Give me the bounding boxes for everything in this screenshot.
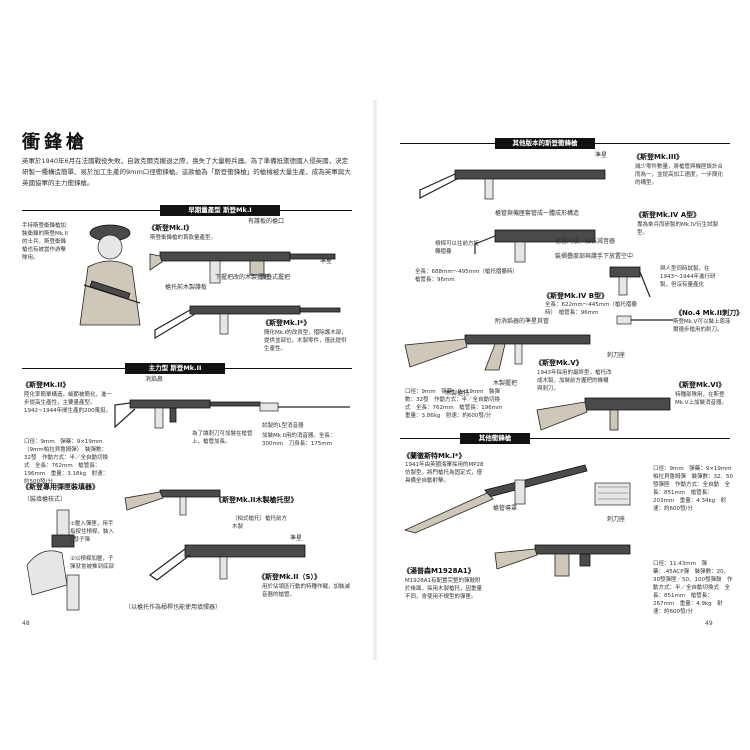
thompson-heading: 《湯普森M1928A1》 <box>403 567 475 575</box>
mk1-label-fold: 摺疊式握把 <box>260 274 291 281</box>
section-heading-mk2: 主力型 斯登Mk.II <box>125 363 225 374</box>
mk3-label-stock: 槍管與機匣套管成一體成形構造 <box>495 210 580 217</box>
loader-footer-note: （以槍托作為槓桿也能使用填彈器） <box>125 604 222 611</box>
lanchester-label-bayonet: 刺刀座 <box>607 516 626 523</box>
mk5-label-grip: 木製握把 <box>493 380 518 387</box>
page-number-right: 49 <box>705 620 713 627</box>
mk2s-gun-illustration <box>148 544 306 581</box>
mk2-gun-illustration <box>114 399 261 429</box>
lanchester-label-mag: 槍管導罩 <box>493 505 518 512</box>
thompson-desc: M1928A1有配置完整的彈鼓附於後面，採用木製槍托，因重量不同，會使用不規型的… <box>405 578 483 600</box>
soldier-caption: 手持斯登衝鋒槍加裝衝鋒的斯登Mk.II的士兵，斯登衝鋒槍也有被當作游擊隊用。 <box>22 223 68 261</box>
mk2-heading: 《斯登Mk.II》 <box>22 381 70 389</box>
mk5-label-wood: 木製槍托 <box>445 390 470 397</box>
mk2-label-muzzle: 消焰鼻 <box>145 376 164 383</box>
mk2wood-gun-illustration <box>124 489 221 516</box>
section-heading-other-sten: 其他版本的斯登衝鋒槍 <box>495 138 595 149</box>
mk4a-desc: 專為傘兵而研製的Mk.IV衍生試製型。 <box>637 222 719 236</box>
mk1s-gun-illustration <box>154 305 341 340</box>
mk3-label-sight: 準星 <box>595 152 608 159</box>
loader-step-1: ①壓入彈匣，用手指按住槓桿，裝入1發子彈 <box>70 521 115 543</box>
mk6-gun-illustration <box>536 397 671 431</box>
thompson-gun-illustration <box>494 544 631 577</box>
right-page: 其他版本的斯登衝鋒槍 準星 《斯登Mk.III》 減少零件數量，將槍管與機匣設計… <box>375 0 750 750</box>
mk2s-heading: 《斯登Mk.II（S）》 <box>258 573 322 581</box>
mk2s-desc: 用於佔領區行動的特種作戰，加裝滅音器的槍管。 <box>262 584 351 598</box>
mk3-gun-illustration <box>419 169 606 200</box>
mk4b-desc: 全長：622mm～445mm（槍托摺疊時） 槍管長：96mm <box>545 302 637 316</box>
mk4b-label-2: 附消焰器的準星其管 <box>495 318 550 325</box>
lanchester-spec: 口徑：9mm 彈藥：9×19mm帕拉貝魯姆彈 裝彈數：32、50發彈匣 作動方式… <box>653 466 733 512</box>
mk2-label-bayonet: 為了讓刺刀可加裝在槍管上，槍管加長。 <box>192 431 253 445</box>
mk1-label-foregrip: 下握把改的木製握把 <box>215 274 270 281</box>
loader-step-2: ②以槓桿加壓，子彈就會被推到底部 <box>70 556 115 570</box>
mk2-silencer-desc: 加裝Mk.II用的消音器。全長：300mm 刀身長：175mm <box>262 433 336 447</box>
mk3-heading: 《斯登Mk.III》 <box>633 153 684 161</box>
lanchester-detail-illustration <box>594 482 631 506</box>
mk4b-heading: 《斯登Mk.IV B型》 <box>543 292 609 300</box>
mk4a-label-grip: 槓桿可以往前方旋轉摺疊 <box>435 241 480 255</box>
mk5-heading: 《斯登Mk.V》 <box>535 359 583 367</box>
lanchester-heading: 《蘭徹斯特Mk.I*》 <box>403 452 466 460</box>
mk4a-label-rear: 槍管向後，加裝減音器 <box>555 238 616 245</box>
mk2-desc: 陸化率簡單構造，細節被簡化，進一步提高生產性，主要量產型。1942~1944年間… <box>24 392 113 414</box>
loader-heading: 《斯登專用彈匣裝填器》 <box>22 483 99 491</box>
intro-text: 英軍於1940年6月在法國戰役失敗，自敦克爾克撤退之際，喪失了大量輕兵器。為了準… <box>22 157 351 187</box>
section-heading-other-smg: 其他衝鋒槍 <box>460 433 530 444</box>
page-title: 衝鋒槍 <box>22 132 88 153</box>
lanchester-desc: 1941年由英國海軍採用的MP28仿製型，將門槍托為固定式，僅具備全自動射擊。 <box>405 462 484 484</box>
left-page: 衝鋒槍 英軍於1940年6月在法國戰役失敗，自敦克爾克撤退之際，喪失了大量輕兵器… <box>22 132 352 627</box>
mk2wood-desc: （柏式槍托）槍托前方木製 <box>232 516 288 530</box>
mk1s-heading: 《斯登Mk.I*》 <box>262 319 311 327</box>
mk1-label-flash: 有護板的槍口 <box>248 218 285 225</box>
mk2-label-silencer: 試製的L型消音器 <box>262 423 304 429</box>
thompson-spec: 口徑：11.43mm 彈藥：.45ACP彈 裝彈數：20、30發彈匣／50、10… <box>653 561 733 615</box>
mk2-spec: 口徑：9mm 彈藥：9×19mm（9mm帕拉貝魯姆彈） 裝彈數：32發 作動方式… <box>24 439 109 485</box>
mk5-spec: 口徑：9mm 彈藥：9×19mm 裝彈數：32發 作動方式：半／全自動切換式 全… <box>405 389 508 419</box>
section-heading-mk1: 早期量產型 斯登Mk.I <box>160 205 280 216</box>
mk4b-gun-illustration <box>609 266 651 298</box>
page-number-left: 48 <box>22 620 30 627</box>
mk5-label-bayonet: 刺刀座 <box>607 352 626 359</box>
mk1s-desc: 簡化Mk.I的改良型，摺除護木部，提供並部位，木製零件，僅此提供生產性。 <box>264 330 347 352</box>
mk4a-gun-illustration <box>474 229 596 263</box>
mk4a-spec: 全長：688mm～495mm（槍托摺疊時） 槍管長：96mm <box>415 269 521 283</box>
mk1-label-sight: 準星 <box>320 258 333 265</box>
mk4b-label: 與人型同時試製，在1943～1944年進行研製，但沒有量產化 <box>660 266 716 288</box>
mk2wood-heading: 《斯登Mk.II木製槍托型》 <box>215 496 298 504</box>
no4-bayonet-illustration <box>616 315 673 325</box>
section-divider <box>400 438 730 439</box>
no4-desc: 斯登Mk.V可以裝上恩菲爾德步槍用的刺刀。 <box>673 319 731 333</box>
bayonet-illustration <box>259 402 350 412</box>
mk6-heading: 《斯登Mk.VI》 <box>675 381 726 389</box>
mk1-heading: 《斯登Mk.I》 <box>148 224 193 232</box>
mk1-gun-illustration <box>149 251 336 284</box>
mk5-gun-illustration <box>404 334 591 371</box>
no4-heading: 《No.4 Mk.II刺刀》 <box>675 309 744 317</box>
mk5-desc: 1943年採用的最終型，槍托改成木製，加裝前方握把的機構與刺刀。 <box>537 370 612 392</box>
lanchester-gun-illustration <box>403 464 588 534</box>
mk4a-label-fold: 裝摺疊度部與護手下放置空中 <box>555 253 634 260</box>
book-gutter <box>372 100 378 660</box>
mk2s-label-sight: 準星 <box>290 535 303 542</box>
mk1-label-wood: 槍托前木製護板 <box>165 284 208 291</box>
mk4a-heading: 《斯登Mk.IV A型》 <box>635 211 701 219</box>
mk6-desc: 特種部隊用，在斯登Mk.V上加裝消音器。 <box>675 392 727 406</box>
loader-step-title: 〔裝填槍枝式〕 <box>24 496 67 503</box>
soldier-illustration <box>79 224 141 326</box>
mk1-desc: 斯登衝鋒槍的首款量產型。 <box>150 235 217 241</box>
mk3-desc: 減少零件數量，將槍管與機匣設計合而為一，並提高加工速度，一步簡化的構型。 <box>635 164 724 186</box>
loader-illustration <box>26 509 80 611</box>
